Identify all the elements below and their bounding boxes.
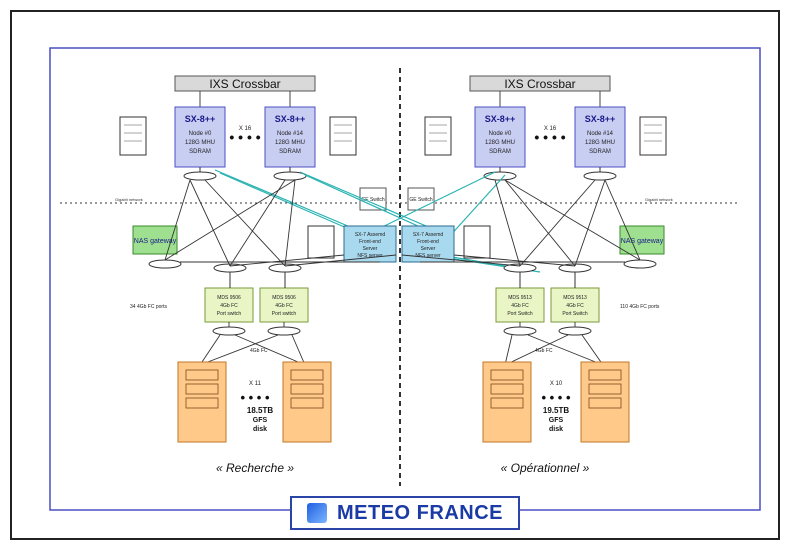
- node-title: SX-8++: [275, 114, 306, 124]
- fc-line: MDS 9506: [217, 295, 241, 301]
- fc-line: 4Gb FC: [220, 303, 238, 309]
- fc-switch-right-b: MDS 9513 4Gb FC Port Switch: [550, 287, 600, 323]
- node-line: 128G MHU: [585, 140, 615, 146]
- node-line: Node #0: [489, 131, 512, 137]
- section-operationnel: « Opérationnel »: [501, 461, 590, 475]
- ge-switch-right: GE Switch: [407, 187, 435, 211]
- gigabit-label-left: Gigabit network: [115, 197, 143, 202]
- storage-left-a: [177, 361, 227, 443]
- ports-label-left: 34 4Gb FC ports: [130, 304, 167, 310]
- dots-right: • • • •: [534, 129, 565, 145]
- nfs-line: SX-7 Assemd: [413, 232, 444, 238]
- storage-left-b: [282, 361, 332, 443]
- crossbar-right: IXS Crossbar: [469, 75, 611, 92]
- node-count-left: X 16: [239, 126, 252, 132]
- fc-small-left: 4Gb FC: [250, 348, 268, 354]
- nfs-line: Server: [421, 246, 436, 252]
- fc-switch-left-a: MDS 9506 4Gb FC Port switch: [204, 287, 254, 323]
- node-port-links: [199, 167, 601, 172]
- nas-gateway-left: NAS gateway: [132, 225, 178, 255]
- fc-line: Port switch: [217, 311, 242, 317]
- storage-cap-right: GFS: [549, 417, 564, 424]
- fc-small-right: 4Gb FC: [535, 348, 553, 354]
- fc-line: 4Gb FC: [566, 303, 584, 309]
- node-count-right: X 16: [544, 126, 557, 132]
- fc-line: Port switch: [272, 311, 297, 317]
- dots-left: • • • •: [229, 129, 260, 145]
- fc-line: 4Gb FC: [511, 303, 529, 309]
- crossbar-left: IXS Crossbar: [174, 75, 316, 92]
- storage-cap-right: 19.5TB: [543, 406, 569, 415]
- fc-line: Port Switch: [507, 311, 533, 317]
- node-left-a: SX-8++ Node #0 128G MHU SDRAM: [174, 106, 226, 168]
- ge-switch-left: GE Switch: [359, 187, 387, 211]
- storage-cap-left: 18.5TB: [247, 406, 273, 415]
- storage-dots-right: • • • •: [541, 390, 570, 405]
- nfs-server-right: SX-7 Assemd Front-end Server NFS server: [401, 225, 455, 263]
- fc-line: 4Gb FC: [275, 303, 293, 309]
- fc-line: MDS 9513: [508, 295, 532, 301]
- nas-gateway-label: NAS gateway: [134, 238, 177, 245]
- side-devices: [119, 116, 667, 156]
- nfs-line: Front-end: [359, 239, 381, 245]
- node-title: SX-8++: [585, 114, 616, 124]
- node-line: SDRAM: [589, 149, 611, 155]
- node-line: SDRAM: [279, 149, 301, 155]
- fc-switch-left-b: MDS 9506 4Gb FC Port switch: [259, 287, 309, 323]
- nfs-line: SX-7 Assemd: [355, 232, 386, 238]
- node-line: SDRAM: [189, 149, 211, 155]
- storage-right-b: [580, 361, 630, 443]
- fc-line: MDS 9513: [563, 295, 587, 301]
- fc-switch-right-a: MDS 9513 4Gb FC Port Switch: [495, 287, 545, 323]
- ports-label-right: 110 4Gb FC ports: [620, 304, 660, 310]
- node-title: SX-8++: [485, 114, 516, 124]
- storage-cap-right: disk: [549, 426, 563, 433]
- node-line: Node #14: [587, 131, 614, 137]
- logo-text: METEO FRANCE: [337, 501, 503, 524]
- meteo-france-logo: METEO FRANCE: [290, 496, 520, 530]
- storage-count-right: X 10: [550, 381, 563, 387]
- ge-switch-label: GE Switch: [409, 197, 433, 203]
- storage-dots-left: • • • •: [240, 390, 269, 405]
- storage-cap-left: GFS: [253, 417, 268, 424]
- storage-cap-left: disk: [253, 426, 267, 433]
- nas-gateway-label: NAS gateway: [621, 238, 664, 245]
- nfs-line: Front-end: [417, 239, 439, 245]
- storage-count-left: X 11: [249, 381, 262, 387]
- fc-line: Port Switch: [562, 311, 588, 317]
- node-line: Node #14: [277, 131, 304, 137]
- node-line: 128G MHU: [185, 140, 215, 146]
- node-fc-links: [164, 179, 641, 267]
- section-recherche: « Recherche »: [216, 461, 294, 475]
- node-right-a: SX-8++ Node #0 128G MHU SDRAM: [474, 106, 526, 168]
- node-line: Node #0: [189, 131, 212, 137]
- node-line: 128G MHU: [275, 140, 305, 146]
- nfs-server-left: SX-7 Assemd Front-end Server NFS server: [343, 225, 397, 263]
- fc-line: MDS 9506: [272, 295, 296, 301]
- crossbar-right-label: IXS Crossbar: [504, 77, 575, 91]
- nfs-line: Server: [363, 246, 378, 252]
- nfs-line: NFS server: [415, 253, 441, 259]
- node-left-b: SX-8++ Node #14 128G MHU SDRAM: [264, 106, 316, 168]
- gigabit-label-right: Gigabit network: [645, 197, 673, 202]
- crossbar-links: [199, 91, 601, 107]
- node-line: SDRAM: [489, 149, 511, 155]
- side-device-lines: [124, 124, 662, 142]
- node-title: SX-8++: [185, 114, 216, 124]
- fc-switch-links: [229, 272, 576, 288]
- nfs-side-devices: [307, 225, 491, 259]
- meteo-france-logo-icon: [307, 503, 327, 523]
- nfs-line: NFS server: [357, 253, 383, 259]
- node-right-b: SX-8++ Node #14 128G MHU SDRAM: [574, 106, 626, 168]
- ge-switch-label: GE Switch: [361, 197, 385, 203]
- fc-storage-links: [199, 322, 604, 366]
- node-line: 128G MHU: [485, 140, 515, 146]
- crossbar-left-label: IXS Crossbar: [209, 77, 280, 91]
- storage-right-a: [482, 361, 532, 443]
